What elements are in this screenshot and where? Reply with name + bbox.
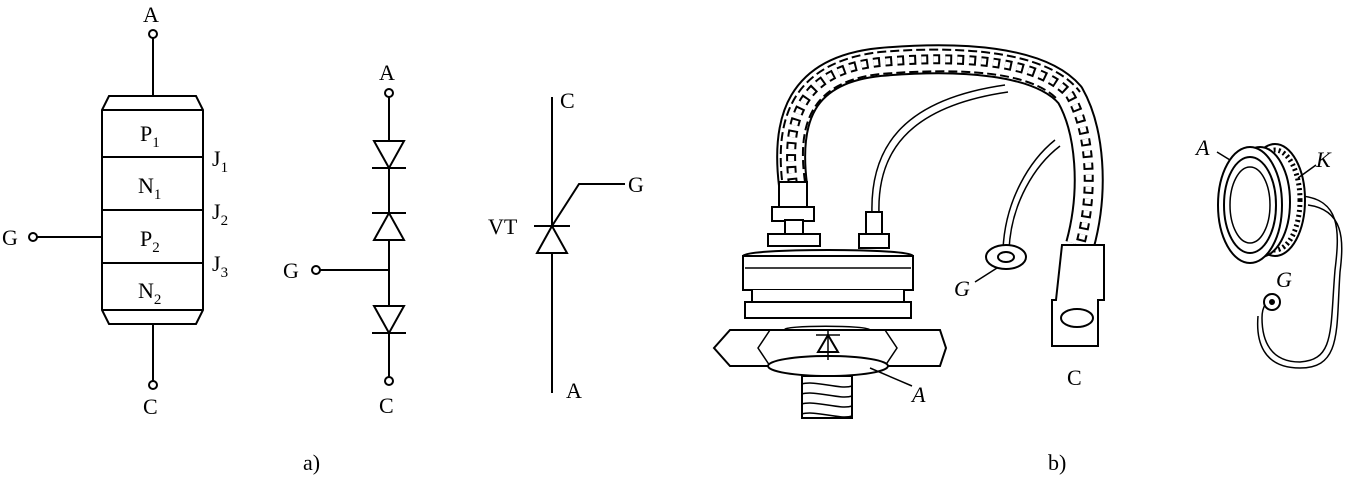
- diode-equivalent: A G C: [283, 60, 406, 418]
- cathode-connector: [778, 181, 808, 209]
- structure-gate-terminal: [28, 232, 38, 242]
- symbol-device-label: VT: [488, 214, 518, 239]
- equiv-gate-label: G: [283, 258, 299, 283]
- disc-gate-wire: [1261, 195, 1339, 363]
- stud-cathode-label: C: [1067, 365, 1082, 390]
- disc-cathode-label: K: [1315, 147, 1332, 172]
- equiv-gate-terminal: [311, 265, 321, 275]
- structure-gate-label: G: [2, 225, 18, 250]
- gate-ring-wire: [1002, 139, 1056, 251]
- symbol-triangle-icon: [535, 223, 569, 254]
- stud-body: [742, 255, 914, 291]
- structure-cathode-label: C: [143, 394, 158, 419]
- structure-body: [101, 95, 204, 325]
- cathode-lug-icon: [1051, 244, 1105, 347]
- braided-cable-icon: [776, 44, 1104, 249]
- layer-n1: N1: [138, 173, 161, 203]
- layer-n2: N2: [138, 278, 161, 308]
- disc-anode-face: [1217, 146, 1283, 264]
- disc-thyristor: G A K: [1194, 135, 1343, 369]
- symbol-bottom-label: A: [566, 378, 582, 403]
- equiv-anode-terminal: [384, 88, 394, 98]
- disc-anode-label: A: [1194, 135, 1210, 160]
- gate-connector: [865, 211, 883, 237]
- equiv-cathode-terminal: [384, 376, 394, 386]
- pnpn-structure: A P1 N1 P2 N2 J1 J2 J3 G C: [2, 2, 228, 419]
- layer-p2: P2: [140, 226, 160, 256]
- equiv-anode-label: A: [379, 60, 395, 85]
- threaded-stud-icon: [801, 375, 853, 419]
- stud-anode-label: A: [910, 382, 926, 407]
- structure-anode-terminal: [148, 29, 158, 39]
- diode-3-icon: [372, 305, 406, 336]
- diode-2-icon: [372, 210, 406, 241]
- stud-gate-label: G: [954, 276, 970, 301]
- stud-thyristor: G C: [712, 44, 1105, 419]
- junction-j1-label: J1: [212, 146, 228, 176]
- thyristor-symbol: C G VT A: [488, 88, 644, 403]
- symbol-gate-label: G: [628, 172, 644, 197]
- diode-1-icon: [372, 140, 406, 171]
- caption-b: b): [1048, 450, 1066, 475]
- disc-gate-label: G: [1276, 267, 1292, 292]
- structure-anode-label: A: [143, 2, 159, 27]
- junction-j3-label: J3: [212, 251, 228, 281]
- structure-cathode-terminal: [148, 380, 158, 390]
- hex-nut-icon: [712, 325, 948, 377]
- layer-p1: P1: [140, 121, 160, 151]
- caption-a: a): [303, 450, 320, 475]
- symbol-top-label: C: [560, 88, 575, 113]
- junction-j2-label: J2: [212, 199, 228, 229]
- gate-wire: [871, 84, 1006, 215]
- equiv-cathode-label: C: [379, 393, 394, 418]
- symbol-gate-lead: [551, 183, 625, 227]
